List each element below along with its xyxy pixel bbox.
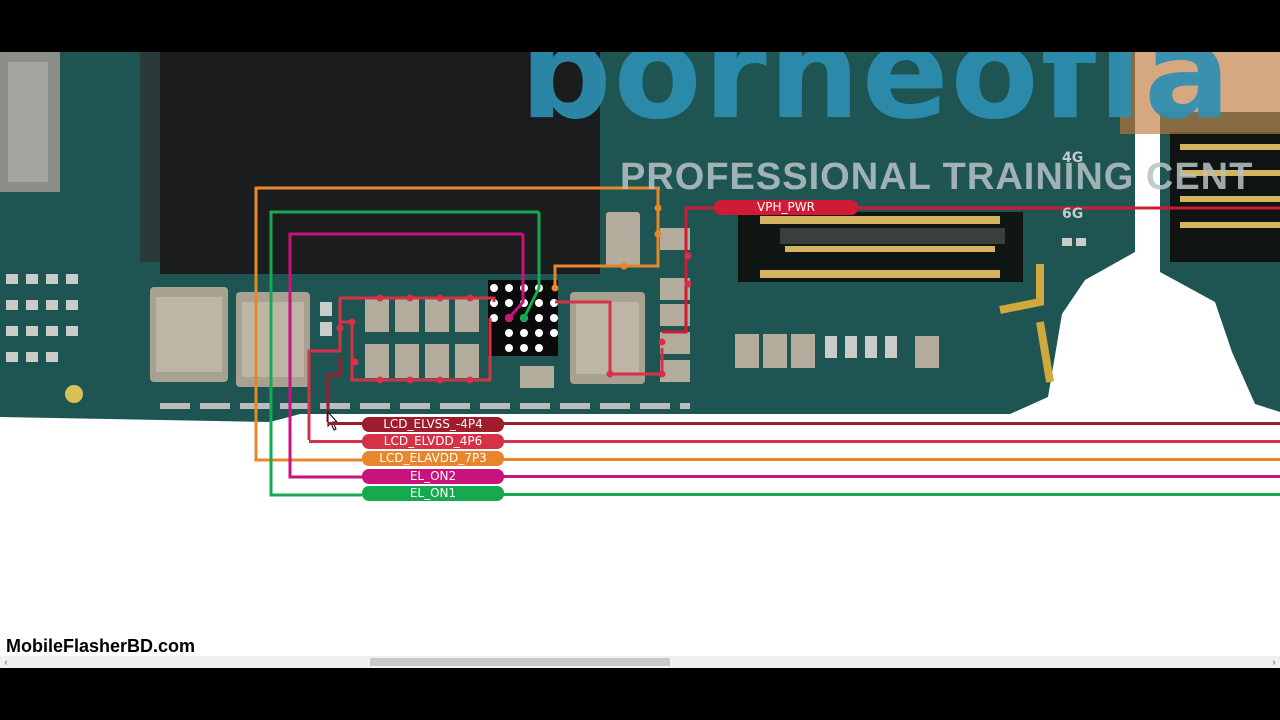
net-label-lcd-elavdd[interactable]: LCD_ELAVDD_7P3 [362,451,504,466]
site-watermark: MobileFlasherBD.com [6,636,196,656]
net-line-lcd-elvss-left [328,422,364,425]
brand-tagline: PROFESSIONAL TRAINING CENT [620,156,1254,198]
net-line-lcd-elavdd [500,458,1280,461]
scrollbar-thumb[interactable] [370,658,670,666]
connector-pins [760,216,1000,278]
net-trace-el-on1 [269,210,541,497]
net-label-lcd-elvss[interactable]: LCD_ELVSS_-4P4 [362,417,504,432]
video-letterbox-bottom [0,668,1280,720]
capacitor-rows [365,212,939,388]
video-letterbox-top [0,0,1280,52]
pmic-balls [490,284,558,352]
net-trace-el-on2 [288,232,525,479]
net-label-el-on1[interactable]: EL_ON1 [362,486,504,501]
small-caps-row [320,238,1086,358]
net-line-lcd-elvdd-left [309,440,364,443]
mouse-cursor-icon [327,410,339,431]
horizontal-scrollbar[interactable]: ‹ › [0,656,1280,668]
processor-chip [160,52,600,274]
net-label-lcd-elvdd[interactable]: LCD_ELVDD_4P6 [362,434,504,449]
net-line-lcd-elvss [500,422,1280,425]
net-label-vph-pwr[interactable]: VPH_PWR [714,200,858,215]
net-trace-vph-pwr [662,206,1280,334]
pcb-board-image [0,52,1280,497]
trace-dots [336,252,692,384]
silkscreen-4g: 4G [1062,150,1084,166]
brand-logo-text: borneofla [520,52,1233,148]
net-line-el-on1 [500,493,1280,496]
schematic-viewer[interactable]: borneofla PROFESSIONAL TRAINING CENT 4G … [0,52,1280,668]
net-line-lcd-elvdd [500,440,1280,443]
left-resistor-array [6,274,78,362]
net-trace-lcd-elvss [326,357,342,422]
net-trace-lcd-elavdd [254,186,660,462]
net-line-el-on2 [500,475,1280,478]
silkscreen-6g: 6G [1062,206,1084,222]
scroll-right-arrow-icon[interactable]: › [1272,657,1276,667]
net-label-el-on2[interactable]: EL_ON2 [362,469,504,484]
scroll-left-arrow-icon[interactable]: ‹ [4,657,8,667]
